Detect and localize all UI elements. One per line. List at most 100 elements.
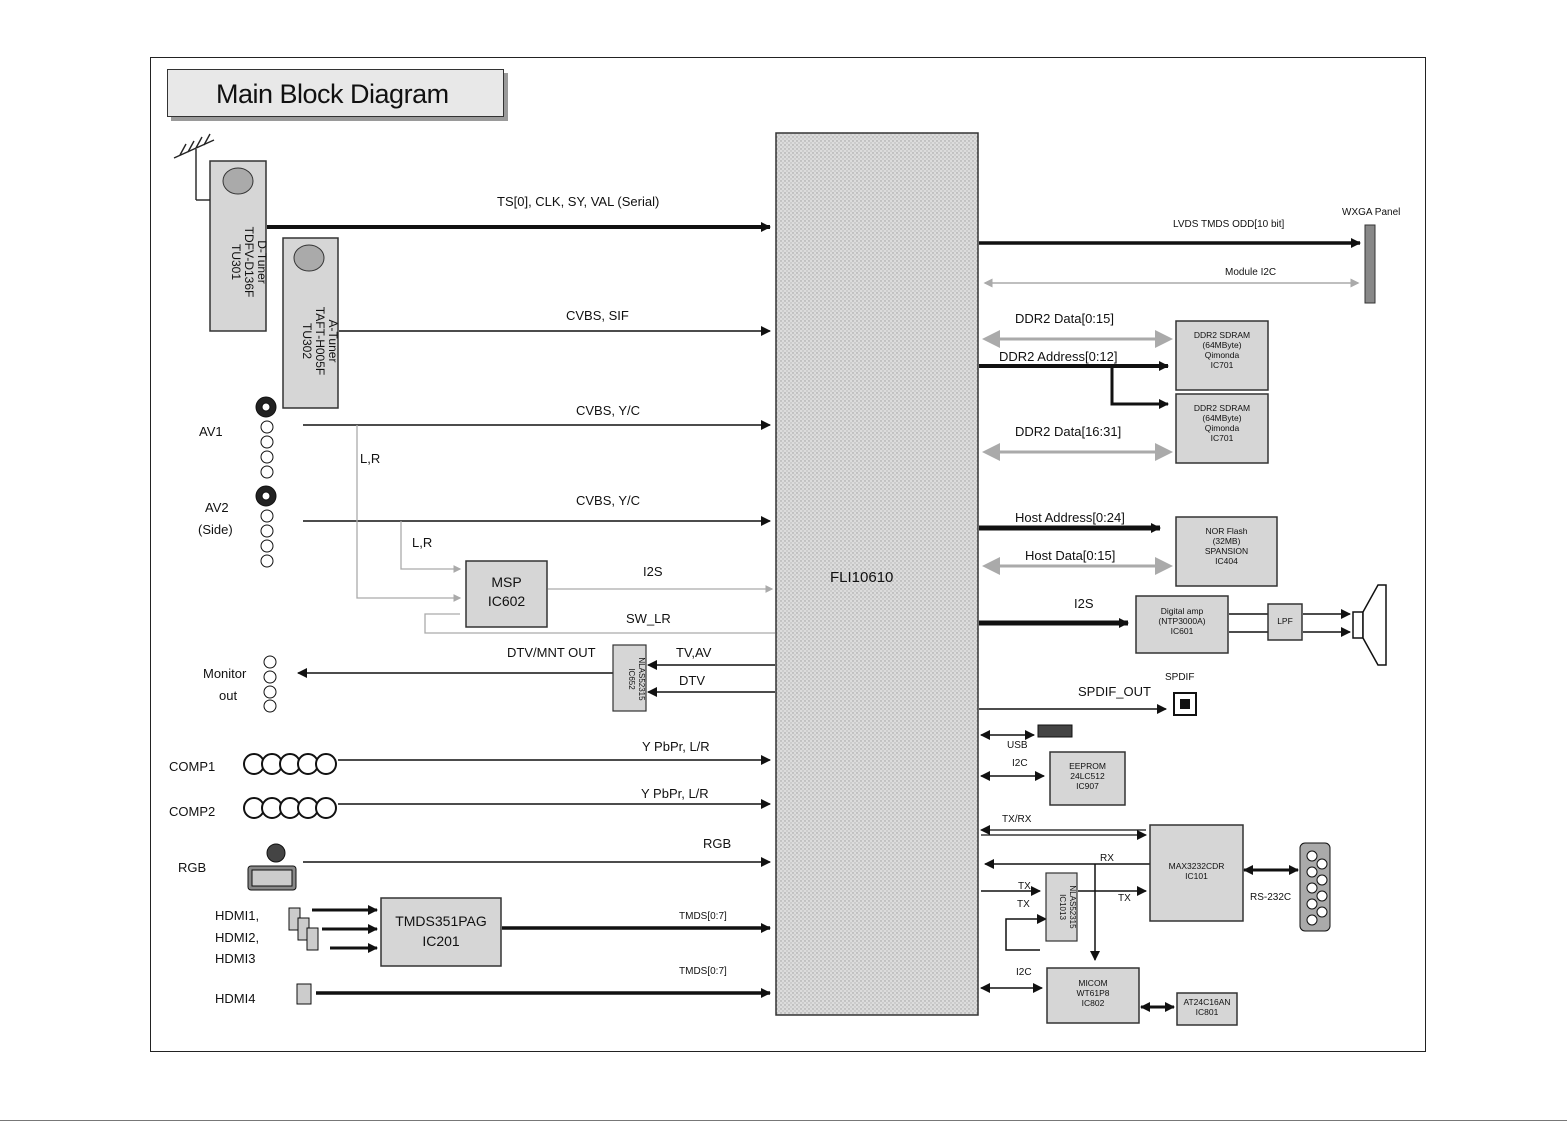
- ddr2-data-hi-label: DDR2 Data[16:31]: [1015, 424, 1122, 439]
- av2-label: AV2: [205, 500, 229, 515]
- switch-av-label: NLAS52315 IC652: [627, 657, 646, 701]
- ddr-2-ref: IC701: [1210, 433, 1234, 443]
- tmds351-name: TMDS351PAG: [395, 913, 487, 929]
- eeprom-ref: IC907: [1076, 781, 1099, 791]
- sw-lr-label: SW_LR: [626, 611, 671, 626]
- spdif-label: SPDIF: [1165, 672, 1195, 683]
- ddr-2-size: (64MByte): [1202, 413, 1242, 423]
- dtv-mnt-out-label: DTV/MNT OUT: [507, 645, 596, 660]
- tx-c-label: TX: [1118, 893, 1131, 904]
- a-tuner-name: A-Tuner: [326, 319, 340, 363]
- at24-ref: IC801: [1195, 1007, 1219, 1017]
- rgb-input-label: RGB: [178, 860, 207, 875]
- tx-b-label: TX: [1017, 899, 1030, 910]
- hdmi1-label: HDMI1,: [215, 908, 260, 923]
- ddr-2-vendor: Qimonda: [1204, 423, 1240, 433]
- max3232-ref: IC101: [1185, 871, 1208, 881]
- host-data-label: Host Data[0:15]: [1025, 548, 1116, 563]
- rx-label: RX: [1100, 853, 1114, 864]
- main-chip-label: FLI10610: [830, 569, 894, 586]
- micom-part: WT61P8: [1076, 988, 1110, 998]
- i2s-msp-label: I2S: [643, 564, 663, 579]
- ddr-1-type: DDR2 SDRAM: [1193, 330, 1251, 340]
- tmds-2-label: TMDS[0:7]: [679, 966, 727, 977]
- spdif-out-label: SPDIF_OUT: [1078, 684, 1151, 699]
- eeprom-part: 24LC512: [1070, 771, 1105, 781]
- av1-label: AV1: [199, 424, 223, 439]
- lvds-label: LVDS TMDS ODD[10 bit]: [1173, 219, 1285, 230]
- usb-connector-icon: [1037, 724, 1073, 738]
- ts-signal-label: TS[0], CLK, SY, VAL (Serial): [497, 194, 660, 209]
- ddr2-addr-label: DDR2 Address[0:12]: [999, 349, 1118, 364]
- max3232-part: MAX3232CDR: [1168, 861, 1225, 871]
- hdmi4-label: HDMI4: [215, 991, 256, 1006]
- rgb-signal-label: RGB: [703, 836, 732, 851]
- ddr-2-block: [1175, 393, 1269, 464]
- hdmi3-label: HDMI3: [215, 951, 256, 966]
- tmds351-block: [380, 897, 502, 967]
- hdmi-connectors-icon: [288, 907, 319, 951]
- digital-amp-type: Digital amp: [1160, 606, 1204, 616]
- monitor-label: Monitor: [203, 666, 247, 681]
- nor-flash-ref: IC404: [1215, 556, 1238, 566]
- a-tuner-connector-icon: [293, 244, 325, 272]
- speaker-icon: [1352, 584, 1387, 666]
- a-tuner-model: TAFT-H005F: [313, 306, 327, 376]
- ddr-1-block: [1175, 320, 1269, 391]
- i2s-amp-label: I2S: [1074, 596, 1094, 611]
- ddr-1-size: (64MByte): [1202, 340, 1242, 350]
- usb-label: USB: [1007, 740, 1028, 751]
- page-title: Main Block Diagram: [167, 69, 504, 117]
- tx-a-label: TX: [1018, 881, 1031, 892]
- tmds-1-label: TMDS[0:7]: [679, 911, 727, 922]
- digital-amp-ref: IC601: [1170, 626, 1194, 636]
- module-i2c-label: Module I2C: [1225, 267, 1277, 278]
- at24-part: AT24C16AN: [1183, 997, 1231, 1007]
- spdif-connector-core: [1180, 699, 1190, 709]
- d-tuner-name: D-Tuner: [255, 240, 269, 284]
- cvbs-yc-2-label: CVBS, Y/C: [576, 493, 641, 508]
- micom-type: MICOM: [1078, 978, 1108, 988]
- cvbs-yc-1-label: CVBS, Y/C: [576, 403, 641, 418]
- tv-av-label: TV,AV: [676, 645, 712, 660]
- sw-lr-line: [424, 613, 775, 634]
- max3232-block: [1149, 824, 1244, 922]
- cvbs-sif-label: CVBS, SIF: [566, 308, 629, 323]
- rs232-connector-icon: [1299, 842, 1331, 932]
- tx-rx-label: TX/RX: [1002, 814, 1032, 825]
- rs232c-label: RS-232C: [1250, 892, 1292, 903]
- nor-flash-size: (32MB): [1212, 536, 1241, 546]
- lpf-block: [1267, 603, 1303, 641]
- msp-name: MSP: [491, 574, 522, 590]
- ddr-1-ref: IC701: [1210, 360, 1234, 370]
- nor-flash-type: NOR Flash: [1205, 526, 1248, 536]
- av2-side-label: (Side): [198, 522, 233, 537]
- switch-tx-block: [1045, 872, 1078, 942]
- d-tuner-model: TDFV-D136F: [242, 226, 256, 298]
- msp-block: [465, 560, 548, 628]
- monitor-out-jack-icon: [263, 655, 277, 713]
- a-tuner-label: A-Tuner TAFT-H005F TU302: [300, 276, 340, 406]
- av2-jack-icon: [255, 485, 277, 568]
- switch-av-block: [612, 644, 647, 712]
- nor-flash-block: [1175, 516, 1278, 587]
- wxga-panel-label: WXGA Panel: [1342, 207, 1401, 218]
- hdmi4-connector-icon: [296, 983, 312, 1005]
- av1-jack-icon: [255, 396, 277, 479]
- monitor-out-label: out: [219, 688, 238, 703]
- eeprom-block: [1049, 751, 1126, 806]
- page-bottom-rule: [0, 1120, 1567, 1121]
- nor-flash-vendor: SPANSION: [1204, 546, 1249, 556]
- i2c-eeprom-label: I2C: [1012, 758, 1028, 769]
- d-tuner-connector-icon: [222, 167, 254, 195]
- wxga-panel-icon: [1364, 224, 1376, 304]
- ddr2-data-lo-label: DDR2 Data[0:15]: [1015, 311, 1114, 326]
